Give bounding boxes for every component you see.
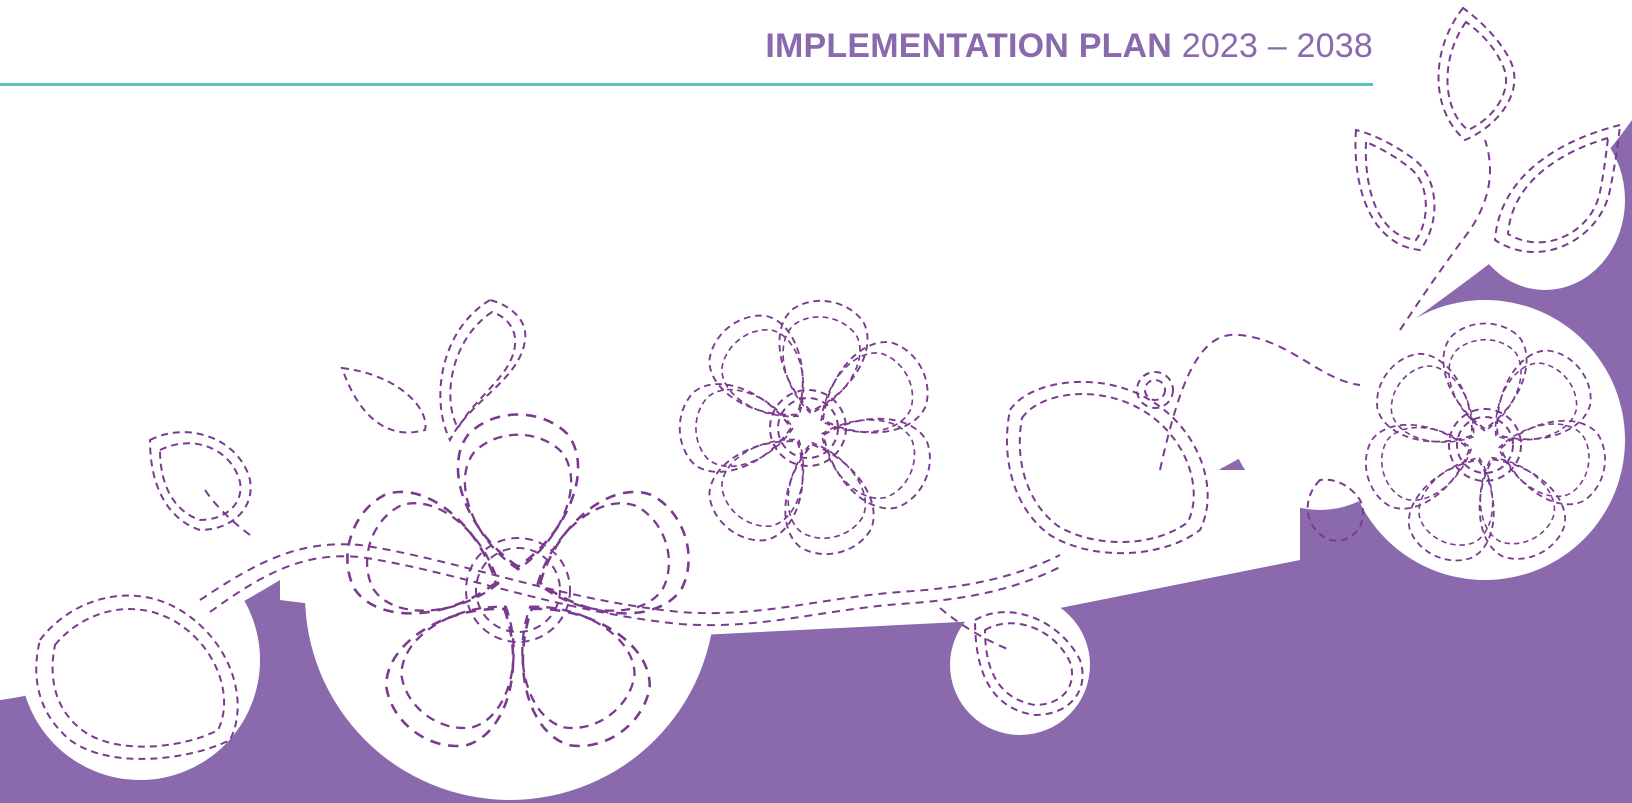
title-years: 2023 – 2038 <box>1181 27 1373 65</box>
title-main: IMPLEMENTATION PLAN <box>765 27 1173 65</box>
flower-icon <box>331 413 705 769</box>
bud-icon <box>35 371 1365 760</box>
vine-stitches <box>199 139 1491 651</box>
page-title: IMPLEMENTATION PLAN 2023 – 2038 <box>765 26 1373 66</box>
flower-icon <box>678 293 944 565</box>
flower-halo <box>20 0 1625 800</box>
leaf-icon <box>340 6 1622 443</box>
flower-icon <box>1355 322 1614 574</box>
header-rule <box>0 83 1373 86</box>
